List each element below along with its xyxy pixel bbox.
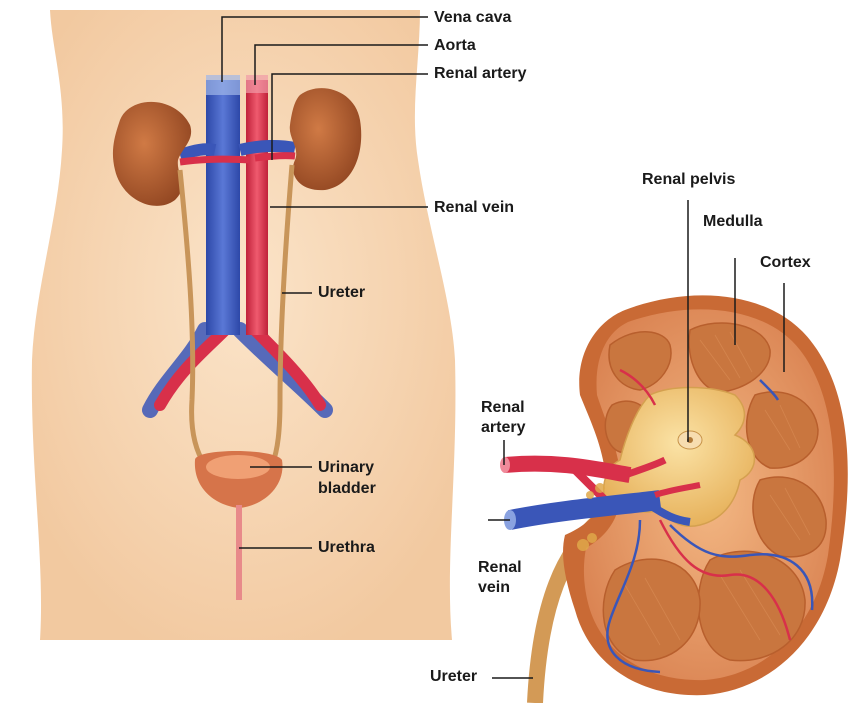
label-ureter-kidney: Ureter	[430, 667, 477, 686]
label-renal-vein-kidney-line2: vein	[478, 578, 510, 597]
aorta	[246, 80, 268, 335]
label-renal-vein-kidney-line1: Renal	[478, 558, 522, 577]
vena-cava	[206, 80, 240, 335]
label-ureter-body: Ureter	[318, 283, 365, 302]
label-cortex: Cortex	[760, 253, 811, 272]
label-renal-artery-kidney-line2: artery	[481, 418, 525, 437]
label-urinary-bladder-line1: Urinary	[318, 458, 374, 477]
label-aorta: Aorta	[434, 36, 476, 55]
urethra	[236, 505, 242, 600]
label-vena-cava: Vena cava	[434, 8, 511, 27]
label-renal-artery-body: Renal artery	[434, 64, 527, 83]
label-renal-vein-body: Renal vein	[434, 198, 514, 217]
label-urinary-bladder-line2: bladder	[318, 479, 376, 498]
label-medulla: Medulla	[703, 212, 763, 231]
label-renal-artery-kidney-line1: Renal	[481, 398, 525, 417]
label-urethra: Urethra	[318, 538, 375, 557]
label-renal-pelvis: Renal pelvis	[642, 170, 735, 189]
